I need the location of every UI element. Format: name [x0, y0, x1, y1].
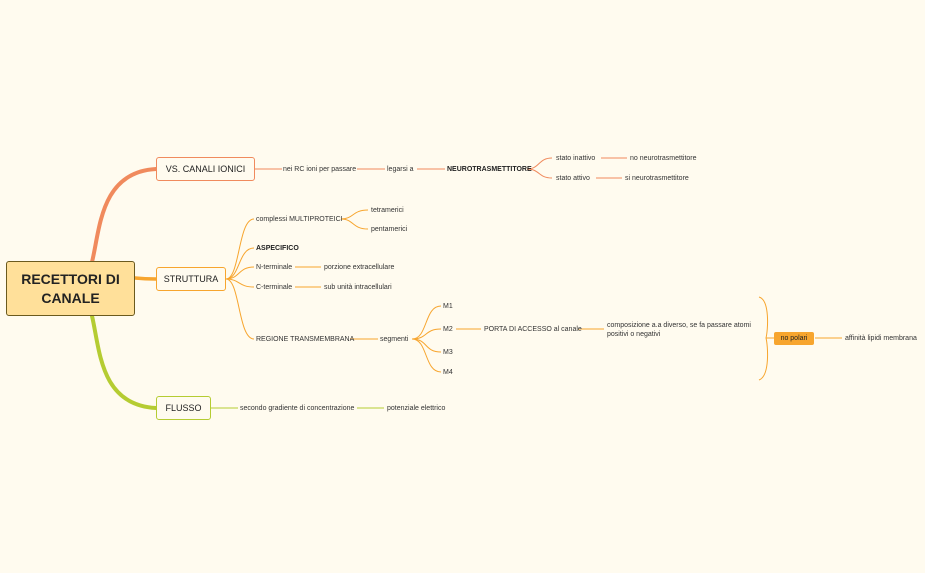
node-nei-rc[interactable]: nei RC ioni per passare: [283, 166, 357, 173]
node-stato-attivo[interactable]: stato attivo: [556, 175, 590, 182]
branch-line-flusso: [90, 314, 158, 410]
node-aspecifico[interactable]: ASPECIFICO: [256, 245, 299, 252]
node-tetramerici[interactable]: tetramerici: [371, 207, 404, 214]
node-potenziale-elettrico[interactable]: potenziale elettrico: [387, 405, 446, 412]
node-no-neurotrasmettitore[interactable]: no neurotrasmettitore: [630, 155, 697, 162]
node-porzione-extracellulare[interactable]: porzione extracellulare: [324, 264, 395, 271]
node-porta-di-accesso[interactable]: PORTA DI ACCESSO al canale: [484, 326, 582, 333]
node-pentamerici[interactable]: pentamerici: [371, 226, 408, 233]
node-segmenti[interactable]: segmenti: [380, 336, 409, 343]
node-no-polari-label: no polari: [780, 335, 808, 342]
node-m1[interactable]: M1: [443, 303, 453, 310]
node-legarsi[interactable]: legarsi a: [387, 166, 414, 173]
node-m4[interactable]: M4: [443, 369, 453, 376]
node-regione-transmembrana[interactable]: REGIONE TRANSMEMBRANA: [256, 336, 355, 343]
branch-line-vs: [90, 167, 158, 264]
node-no-polari[interactable]: no polari: [774, 332, 814, 345]
node-sub-unita-intracellulari[interactable]: sub unità intracellulari: [324, 284, 392, 291]
node-affinita-lipidi[interactable]: affinità lipidi membrana: [845, 335, 917, 342]
root-line-1: RECETTORI DI: [21, 270, 120, 287]
node-gradiente-concentrazione[interactable]: secondo gradiente di concentrazione: [240, 405, 355, 412]
node-stato-inattivo[interactable]: stato inattivo: [556, 155, 596, 162]
node-m3[interactable]: M3: [443, 349, 453, 356]
node-complessi-multiproteici[interactable]: complessi MULTIPROTEICI: [256, 216, 343, 223]
node-composizione[interactable]: composizione a.a diverso, se fa passare …: [607, 322, 751, 338]
node-si-neurotrasmettitore[interactable]: si neurotrasmettitore: [625, 175, 689, 182]
root-node[interactable]: RECETTORI DI CANALE: [6, 261, 135, 316]
node-flusso[interactable]: FLUSSO: [156, 396, 211, 420]
node-neurotrasmettitore[interactable]: NEUROTRASMETTITORE: [447, 166, 532, 173]
node-c-terminale[interactable]: C-terminale: [256, 284, 293, 291]
node-vs-canali-ionici[interactable]: VS. CANALI IONICI: [156, 157, 255, 181]
node-m2[interactable]: M2: [443, 326, 453, 333]
branch-line-struttura: [133, 276, 158, 281]
node-vs-label: VS. CANALI IONICI: [165, 164, 246, 174]
node-struttura[interactable]: STRUTTURA: [156, 267, 226, 291]
node-flusso-label: FLUSSO: [165, 403, 202, 413]
node-struttura-label: STRUTTURA: [163, 274, 219, 284]
root-line-2: CANALE: [41, 289, 100, 306]
node-n-terminale[interactable]: N-terminale: [256, 264, 293, 271]
